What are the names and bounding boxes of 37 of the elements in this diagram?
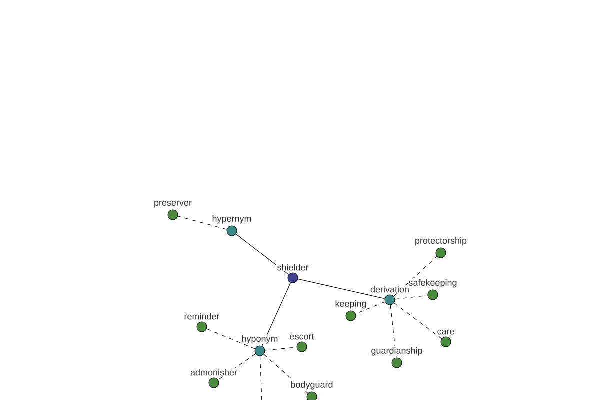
- graph-node: [428, 290, 438, 300]
- connector: [206, 328, 256, 350]
- graph-node: [384, 294, 396, 306]
- node-label: keeping: [334, 300, 368, 310]
- node-label: shielder: [276, 263, 310, 272]
- connector: [394, 295, 428, 300]
- node-label: protectorship: [414, 236, 468, 247]
- graph-node: [440, 336, 452, 348]
- graph-node: [392, 358, 402, 368]
- node-label: escort: [288, 333, 316, 341]
- graph-node: [296, 342, 308, 352]
- node-label: bodyguard: [290, 380, 334, 391]
- graph-node: [196, 322, 208, 332]
- node-label: hyponym: [240, 334, 280, 345]
- connector: [262, 282, 292, 347]
- graph-node: [288, 272, 298, 284]
- connector: [218, 354, 256, 380]
- node-label: reminder: [183, 312, 221, 321]
- connector: [298, 278, 386, 300]
- node-label: hypernym: [211, 214, 253, 225]
- node-label: preserver: [153, 200, 193, 209]
- node-label: admonisher: [190, 368, 238, 377]
- graph-node: [436, 248, 446, 258]
- graph-node: [254, 346, 266, 356]
- graph-node: [168, 210, 178, 220]
- graph-node: [306, 392, 318, 400]
- node-label: care: [436, 329, 456, 336]
- node-label: safekeeping: [408, 278, 458, 289]
- connector: [394, 302, 442, 340]
- node-label: guardianship: [370, 346, 424, 357]
- node-label: derivation: [370, 285, 410, 294]
- graph-node: [208, 378, 220, 388]
- connector: [260, 356, 262, 400]
- graph-node: [346, 310, 356, 322]
- connector: [178, 216, 228, 230]
- connector: [394, 256, 438, 297]
- graph-node: [226, 226, 238, 236]
